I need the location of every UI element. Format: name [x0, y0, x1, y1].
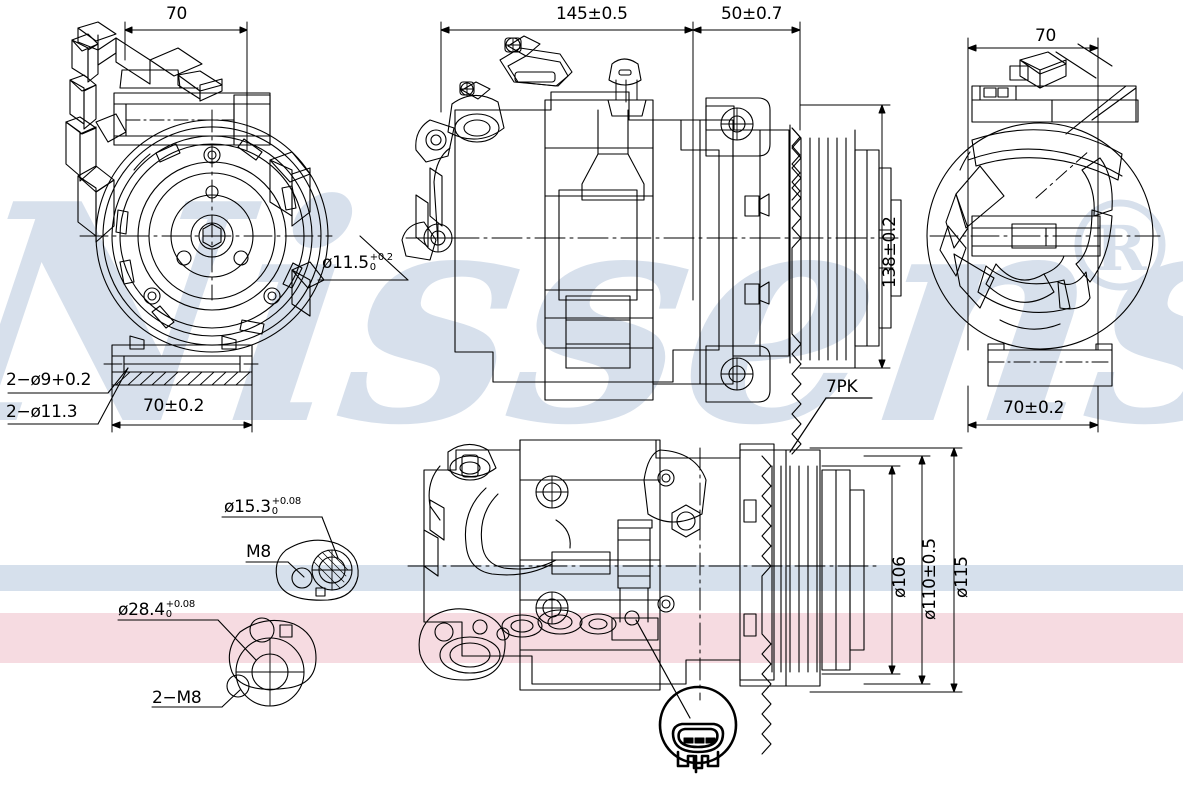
dim-15-3-value: ø15.3: [224, 497, 271, 517]
view-front-left: [7, 21, 409, 433]
dim-2-m8: 2−M8: [152, 688, 202, 708]
dim-m8: M8: [246, 542, 271, 562]
dim-28-4-upper: +0.08: [165, 599, 195, 610]
detail-port-lower: [117, 617, 317, 708]
dim-11-5-value: ø11.5: [322, 253, 369, 273]
dim-11-5-upper: +0.2: [369, 252, 393, 263]
dim-15-3-lower: 0: [271, 505, 278, 517]
dim-106: ø106: [890, 556, 910, 598]
view-rear-right: [926, 37, 1161, 433]
detail-connector: [658, 685, 738, 774]
dim-145: 145±0.5: [556, 4, 628, 24]
dim-138: 138±0.2: [880, 216, 900, 288]
dim-2x9: 2−ø9+0.2: [6, 370, 92, 390]
dim-2x11-3: 2−ø11.3: [6, 402, 78, 422]
dim-view1-foot-70: 70±0.2: [143, 396, 205, 416]
dim-115: ø115: [952, 556, 972, 598]
detail-port-upper: [221, 516, 359, 601]
dim-28-4-lower: 0: [165, 608, 172, 620]
dim-50: 50±0.7: [721, 4, 783, 24]
view-side-top: [401, 21, 902, 455]
dim-7pk: 7PK: [826, 377, 858, 397]
view-side-bottom: [407, 397, 963, 755]
dim-view3-width-70: 70: [1035, 26, 1057, 46]
dim-15-3-upper: +0.08: [271, 496, 301, 507]
dim-view3-foot-70: 70±0.2: [1003, 398, 1065, 418]
dim-110: ø110±0.5: [920, 538, 940, 620]
dim-view1-width-70: 70: [166, 4, 188, 24]
dim-28-4-value: ø28.4: [118, 600, 165, 620]
dim-11-5-lower: 0: [369, 261, 376, 273]
